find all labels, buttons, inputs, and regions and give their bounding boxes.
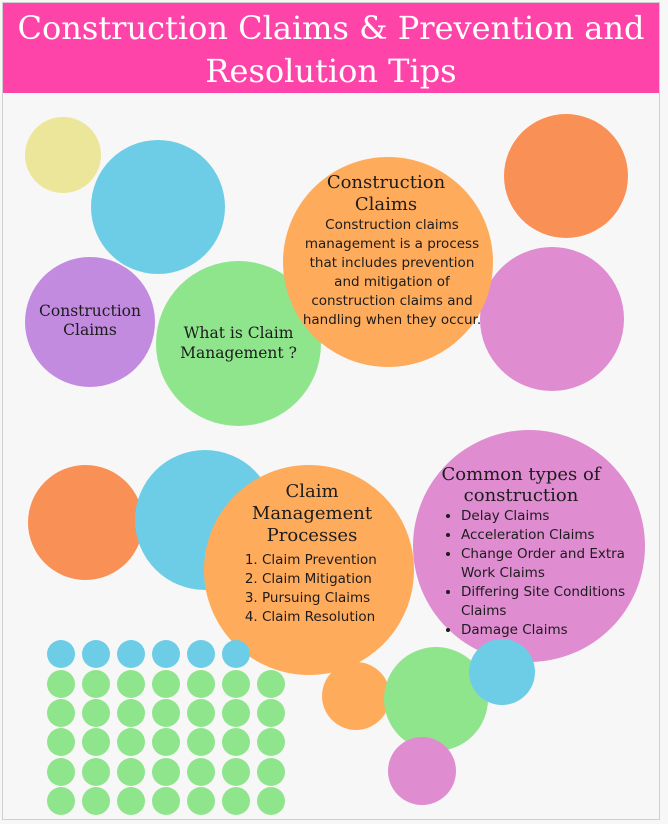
definition-heading: Construction Claims xyxy=(326,172,446,215)
grid-dot xyxy=(187,640,215,668)
decorative-circle-pink-small xyxy=(388,737,456,805)
grid-dot xyxy=(257,670,285,698)
grid-dot xyxy=(82,699,110,727)
list-item: Claim Prevention xyxy=(262,551,422,570)
grid-dot xyxy=(117,640,145,668)
grid-dot xyxy=(47,699,75,727)
list-item: Delay Claims xyxy=(461,507,651,526)
construction-claims-bubble xyxy=(25,257,155,387)
decorative-circle-orange-left xyxy=(28,465,143,580)
list-item: Pursuing Claims xyxy=(262,589,422,608)
decorative-circle-blue-small xyxy=(469,639,535,705)
grid-dot xyxy=(117,699,145,727)
decorative-circle-blue xyxy=(91,140,225,274)
grid-dot xyxy=(152,758,180,786)
grid-dot xyxy=(82,787,110,815)
grid-dot xyxy=(117,787,145,815)
types-heading: Common types of construction xyxy=(441,464,601,506)
grid-dot xyxy=(152,640,180,668)
grid-dot xyxy=(82,640,110,668)
decorative-circle-orange-small xyxy=(322,662,390,730)
definition-body: Construction claims management is a proc… xyxy=(302,217,482,328)
types-bubble xyxy=(413,430,645,662)
grid-dot xyxy=(47,728,75,756)
grid-dot xyxy=(257,787,285,815)
grid-dot xyxy=(117,670,145,698)
grid-dot xyxy=(82,758,110,786)
list-item: Change Order and Extra Work Claims xyxy=(461,545,651,583)
decorative-circle-pink-right xyxy=(480,247,624,391)
page-title: Construction Claims & Prevention and Res… xyxy=(3,3,659,93)
grid-dot xyxy=(187,787,215,815)
grid-dot xyxy=(257,699,285,727)
grid-dot xyxy=(82,670,110,698)
grid-dot xyxy=(47,787,75,815)
construction-claims-label: Construction Claims xyxy=(39,302,141,339)
definition-bubble xyxy=(283,157,493,367)
grid-dot xyxy=(222,758,250,786)
grid-dot xyxy=(47,670,75,698)
list-item: Claim Resolution xyxy=(262,608,422,627)
grid-dot xyxy=(187,670,215,698)
grid-dot xyxy=(222,640,250,668)
grid-dot xyxy=(222,670,250,698)
grid-dot xyxy=(187,758,215,786)
processes-heading: Claim Management Processes xyxy=(251,481,373,546)
list-item: Acceleration Claims xyxy=(461,526,651,545)
grid-dot xyxy=(117,758,145,786)
grid-dot xyxy=(152,728,180,756)
processes-list: Claim Prevention Claim Mitigation Pursui… xyxy=(244,551,422,627)
grid-dot xyxy=(257,758,285,786)
grid-dot xyxy=(117,728,145,756)
grid-dot xyxy=(152,787,180,815)
decorative-circle-yellow xyxy=(25,117,101,193)
grid-dot xyxy=(47,640,75,668)
grid-dot xyxy=(257,728,285,756)
grid-dot xyxy=(187,728,215,756)
list-item: Differing Site Conditions Claims xyxy=(461,583,651,621)
grid-dot xyxy=(222,728,250,756)
what-is-claim-management-label: What is Claim Management ? xyxy=(180,324,297,362)
grid-dot xyxy=(222,699,250,727)
grid-dot xyxy=(222,787,250,815)
list-item: Claim Mitigation xyxy=(262,570,422,589)
grid-dot xyxy=(47,758,75,786)
list-item: Damage Claims xyxy=(461,621,651,640)
grid-dot xyxy=(152,699,180,727)
grid-dot xyxy=(152,670,180,698)
grid-dot xyxy=(187,699,215,727)
types-list: Delay Claims Acceleration Claims Change … xyxy=(443,507,651,640)
grid-dot xyxy=(82,728,110,756)
decorative-circle-orange-top-right xyxy=(504,114,628,238)
